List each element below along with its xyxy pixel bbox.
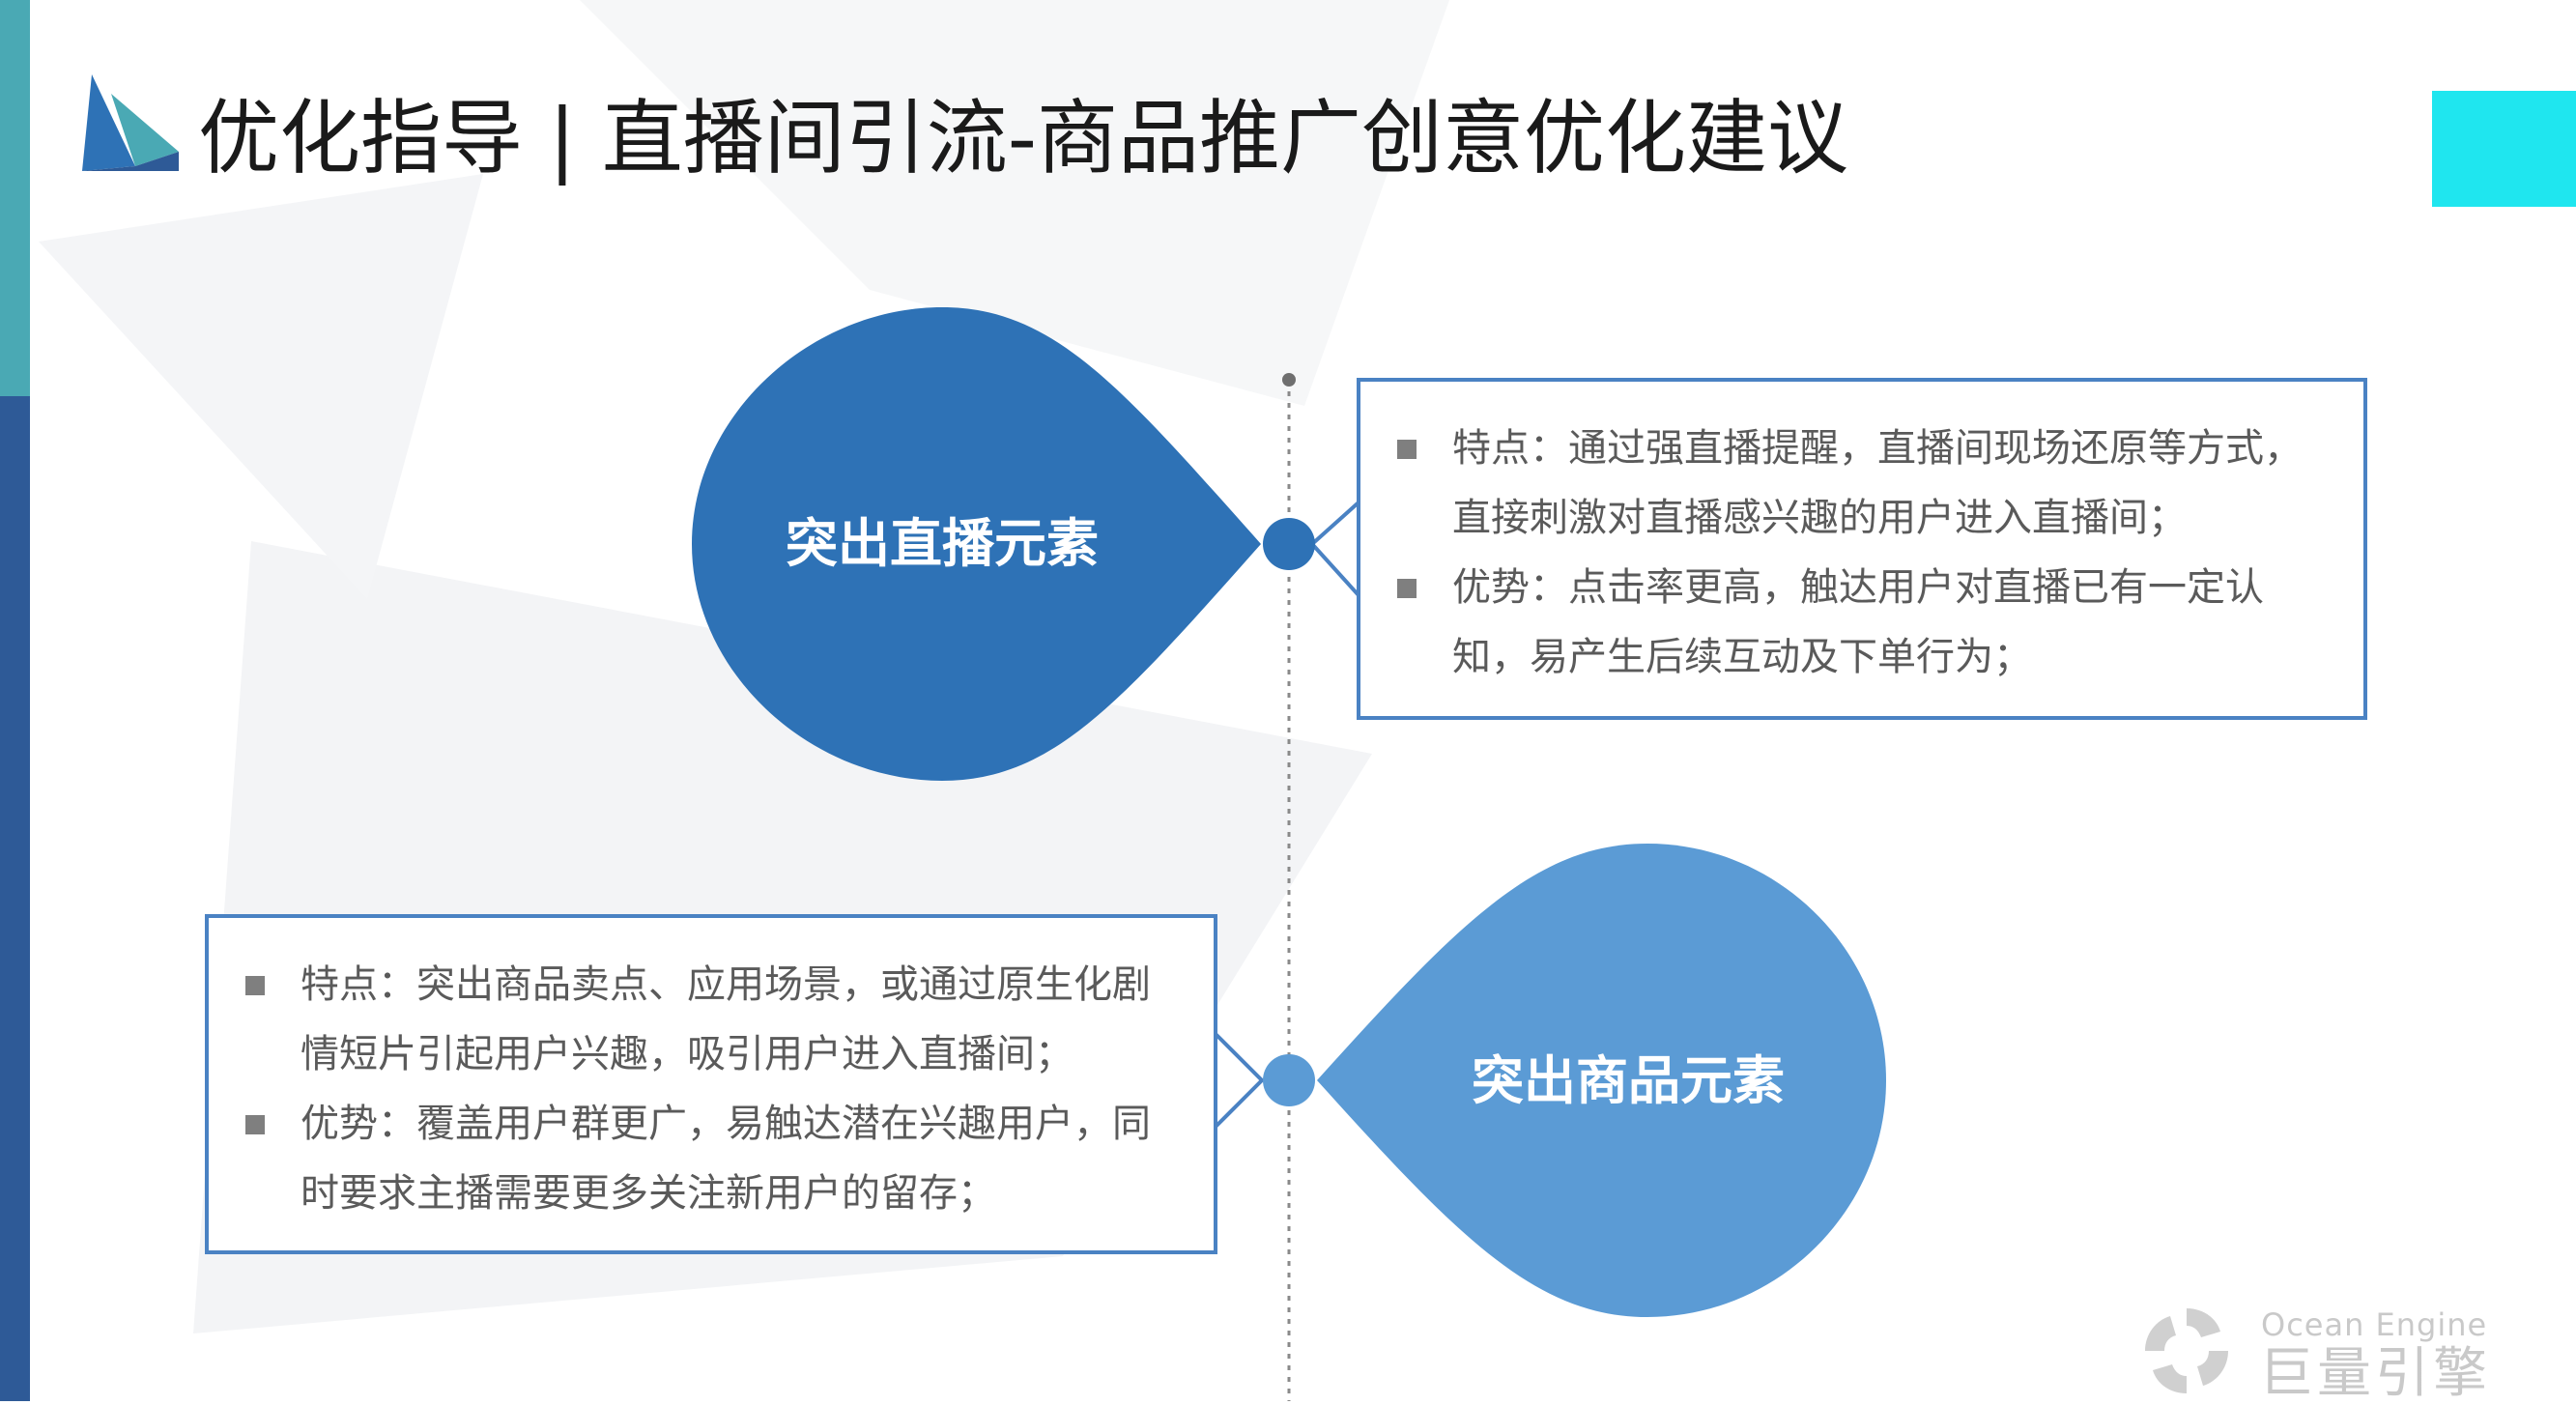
section-label-product: 突出商品元素 — [1472, 1050, 1785, 1111]
timeline-node-bottom — [1263, 1054, 1315, 1106]
bullet-square-icon — [245, 976, 265, 995]
bullet-square-icon — [1397, 579, 1417, 598]
page-title: 优化指导 | 直播间引流-商品推广创意优化建议 — [198, 91, 1849, 186]
bullet-square-icon — [245, 1115, 265, 1134]
corner-accent-block — [2432, 91, 2576, 207]
book-logo-icon — [82, 74, 179, 171]
bullet-feature: 特点：突出商品卖点、应用场景，或通过原生化剧情短片引起用户兴趣，吸引用户进入直播… — [209, 950, 1156, 1089]
side-accent-bar-top — [0, 0, 30, 396]
teardrop-top — [692, 307, 1261, 781]
connector-top — [1309, 501, 1360, 597]
teardrop-bottom — [1317, 844, 1886, 1317]
brand-name-cn: 巨量引擎 — [2259, 1342, 2491, 1405]
bullet-advantage: 优势：覆盖用户群更广，易触达潜在兴趣用户，同时要求主播需要更多关注新用户的留存； — [209, 1089, 1156, 1228]
brand-name-en: Ocean Engine — [2261, 1306, 2488, 1343]
info-box-live: 特点：通过强直播提醒，直播间现场还原等方式，直接刺激对直播感兴趣的用户进入直播间… — [1357, 378, 2367, 720]
bullet-text: 特点：突出商品卖点、应用场景，或通过原生化剧情短片引起用户兴趣，吸引用户进入直播… — [301, 962, 1151, 1076]
bullet-advantage: 优势：点击率更高，触达用户对直播已有一定认知，易产生后续互动及下单行为； — [1360, 553, 2305, 692]
timeline-node-top — [1263, 518, 1315, 570]
bullet-text: 优势：点击率更高，触达用户对直播已有一定认知，易产生后续互动及下单行为； — [1452, 565, 2264, 679]
ocean-engine-logo-icon — [2145, 1308, 2228, 1393]
info-box-product: 特点：突出商品卖点、应用场景，或通过原生化剧情短片引起用户兴趣，吸引用户进入直播… — [205, 914, 1217, 1254]
bullet-square-icon — [1397, 440, 1417, 459]
bullet-text: 特点：通过强直播提醒，直播间现场还原等方式，直接刺激对直播感兴趣的用户进入直播间… — [1452, 426, 2303, 540]
brand-logo: Ocean Engine 巨量引擎 — [2133, 1301, 2520, 1405]
timeline-start-dot — [1282, 373, 1296, 387]
bullet-feature: 特点：通过强直播提醒，直播间现场还原等方式，直接刺激对直播感兴趣的用户进入直播间… — [1360, 414, 2305, 553]
side-accent-bar-bottom — [0, 396, 30, 1401]
section-label-live: 突出直播元素 — [786, 513, 1099, 574]
bullet-text: 优势：覆盖用户群更广，易触达潜在兴趣用户，同时要求主播需要更多关注新用户的留存； — [301, 1102, 1151, 1216]
connector-bottom — [1214, 1032, 1265, 1129]
